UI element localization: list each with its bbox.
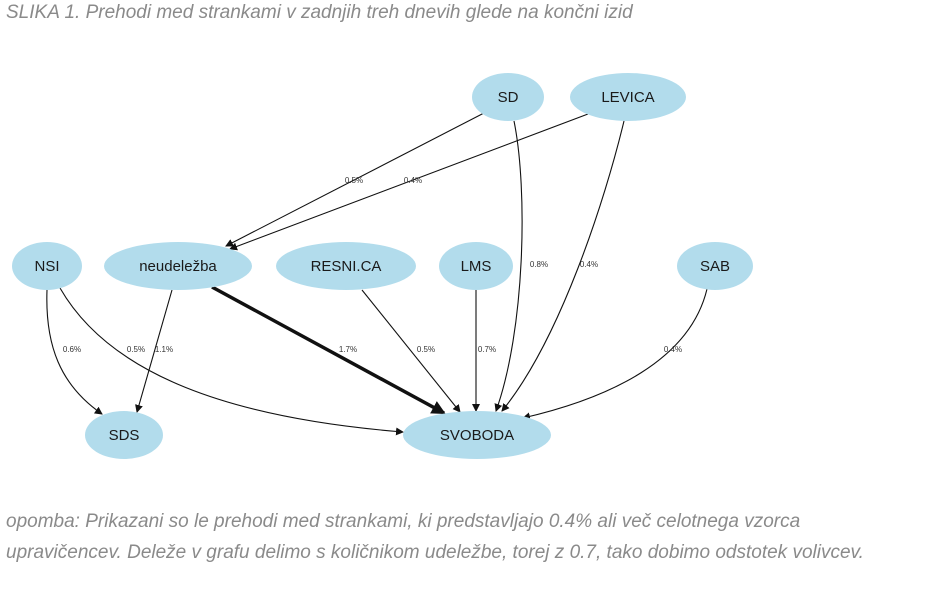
node-label-sab: SAB <box>700 258 730 275</box>
node-sab <box>677 242 753 290</box>
node-label-lms: LMS <box>461 258 492 275</box>
edge-label-resnica-svoboda: 0.5% <box>417 345 435 354</box>
edge-label-levica-svoboda: 0.4% <box>580 260 598 269</box>
edge-label-sab-svoboda: 0.4% <box>664 345 682 354</box>
figure-caption: SLIKA 1. Prehodi med strankami v zadnjih… <box>6 2 633 23</box>
edge-label-lms-svoboda: 0.7% <box>478 345 496 354</box>
node-label-levica: LEVICA <box>601 89 654 106</box>
node-neudelezba <box>104 242 252 290</box>
edge-nsi-svoboda <box>59 287 404 436</box>
edge-neudelezba-svoboda <box>211 285 446 415</box>
node-nsi <box>12 242 82 290</box>
node-svoboda <box>403 411 551 459</box>
edge-label-neudelezba-svoboda: 1.7% <box>339 345 357 354</box>
edge-label-levica-neudelezba: 0.4% <box>404 176 422 185</box>
nodes-layer: SD LEVICA NSI neudeležba RESNI.CA LMS SAB SDS SV… <box>12 73 753 459</box>
edge-nsi-sds <box>46 289 103 415</box>
node-label-neudelezba: neudeležba <box>139 258 217 275</box>
edge-levica-neudelezba <box>229 113 589 251</box>
node-label-sd: SD <box>498 89 519 106</box>
node-label-resnica: RESNI.CA <box>311 258 382 275</box>
edge-label-sd-svoboda: 0.8% <box>530 260 548 269</box>
edge-resnica-svoboda <box>361 289 461 413</box>
node-sd <box>472 73 544 121</box>
edge-sd-neudelezba <box>225 112 485 247</box>
edge-label-nsi-svoboda: 0.5% <box>127 345 145 354</box>
edges-layer: 0.5% 0.4% 0.8% 0.4% 0.6% 0.5% 1.1% 1.7% 0.5% 0.7%… <box>46 112 708 436</box>
transition-diagram: 0.5% 0.4% 0.8% 0.4% 0.6% 0.5% 1.1% 1.7% 0.5% 0.7%… <box>12 73 753 459</box>
edge-neudelezba-sds <box>135 289 173 413</box>
edge-label-neudelezba-sds: 1.1% <box>155 345 173 354</box>
node-label-svoboda: SVOBODA <box>440 427 514 444</box>
node-resnica <box>276 242 416 290</box>
node-label-sds: SDS <box>109 427 140 444</box>
node-levica <box>570 73 686 121</box>
node-lms <box>439 242 513 290</box>
edge-sab-svoboda <box>522 288 708 421</box>
edge-sd-svoboda <box>494 120 523 412</box>
node-sds <box>85 411 163 459</box>
edge-label-sd-neudelezba: 0.5% <box>345 176 363 185</box>
edge-label-nsi-sds: 0.6% <box>63 345 81 354</box>
edge-levica-svoboda <box>501 120 625 412</box>
figure-note: opomba: Prikazani so le prehodi med stra… <box>6 511 864 563</box>
node-label-nsi: NSI <box>34 258 59 275</box>
